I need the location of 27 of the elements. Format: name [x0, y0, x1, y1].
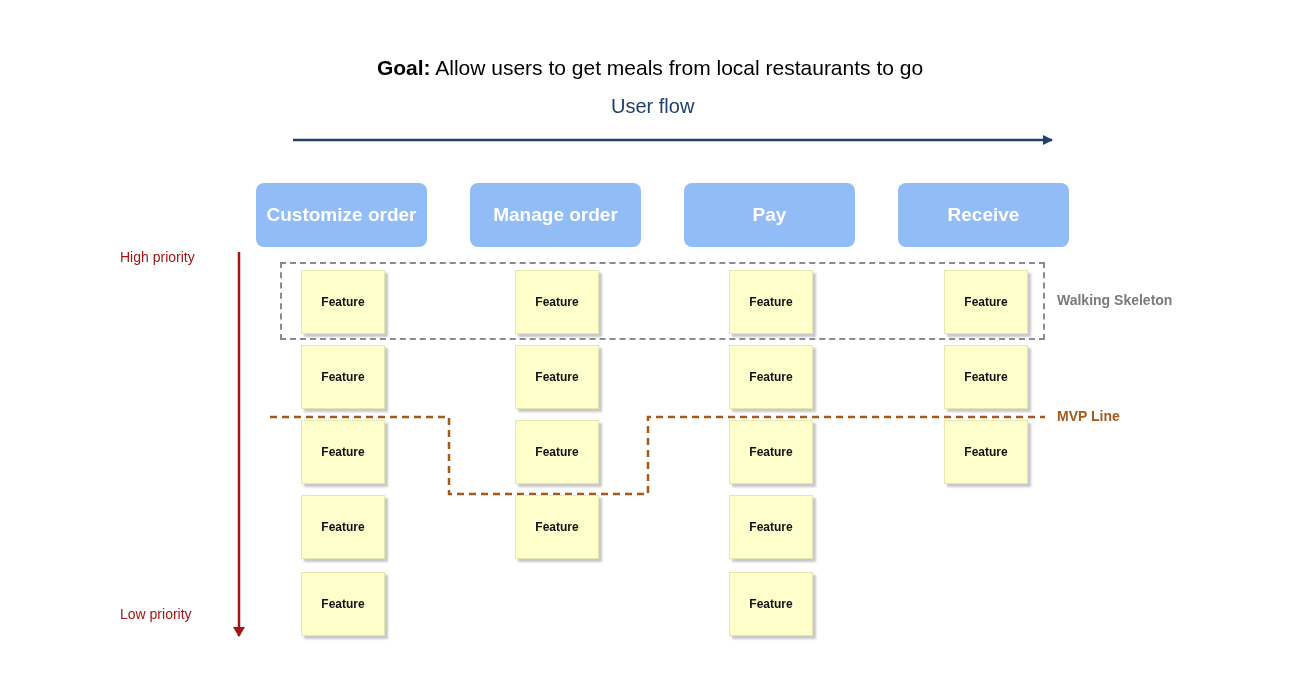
feature-note: Feature — [515, 270, 599, 334]
activity-box: Manage order — [470, 183, 641, 247]
title: Goal: Allow users to get meals from local restaurants to go — [376, 56, 924, 79]
activity-box: Pay — [684, 183, 855, 247]
activity-box: Receive — [898, 183, 1069, 247]
feature-note: Feature — [301, 420, 385, 484]
axis-label: Low priority — [120, 606, 192, 622]
feature-note: Feature — [729, 270, 813, 334]
axis-label: High priority — [120, 249, 195, 265]
feature-note: Feature — [944, 420, 1028, 484]
feature-note: Feature — [729, 572, 813, 636]
feature-note: Feature — [301, 345, 385, 409]
feature-note: Feature — [515, 420, 599, 484]
feature-note: Feature — [515, 345, 599, 409]
feature-note: Feature — [301, 270, 385, 334]
feature-note: Feature — [944, 345, 1028, 409]
activity-box: Customize order — [256, 183, 427, 247]
feature-note: Feature — [944, 270, 1028, 334]
feature-note: Feature — [729, 345, 813, 409]
feature-note: Feature — [515, 495, 599, 559]
feature-note: Feature — [729, 495, 813, 559]
axis-label: User flow — [611, 95, 695, 118]
line-label: MVP Line — [1057, 408, 1120, 424]
feature-note: Feature — [301, 495, 385, 559]
feature-note: Feature — [729, 420, 813, 484]
feature-note: Feature — [301, 572, 385, 636]
region-label: Walking Skeleton — [1057, 292, 1173, 308]
